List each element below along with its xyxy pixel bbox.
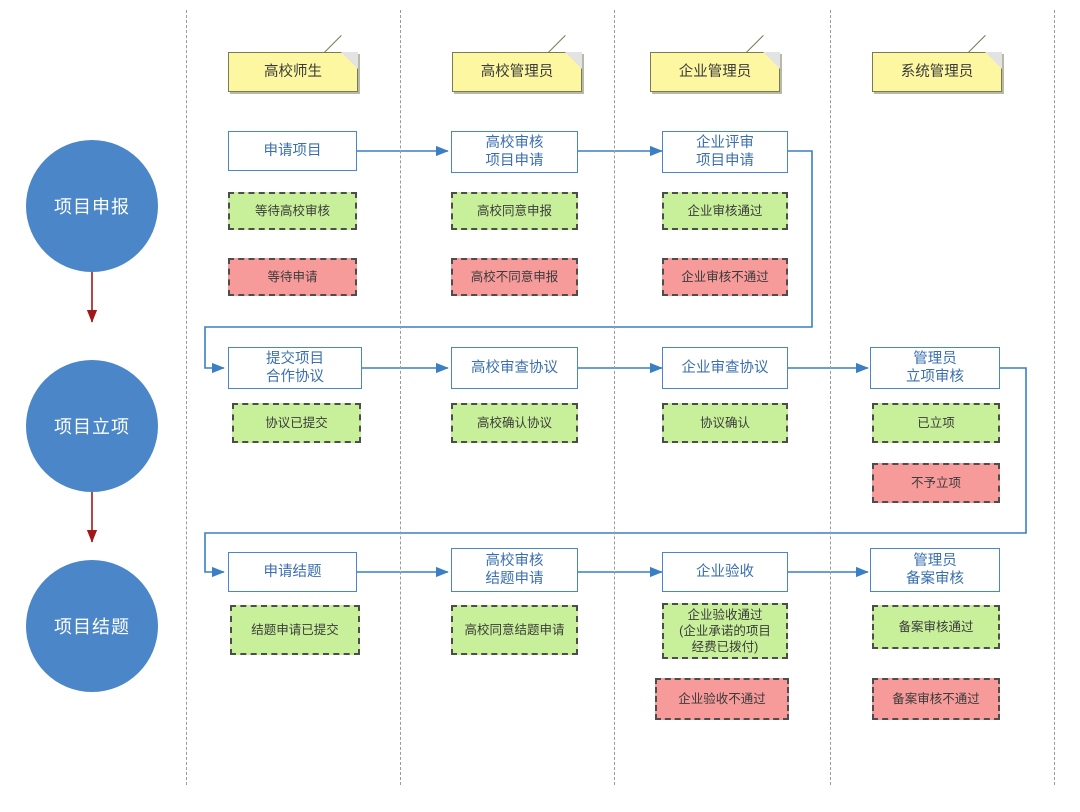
process-company-check-agreement[interactable]: 企业审查协议	[662, 347, 788, 389]
line-1: 高校审核	[485, 134, 544, 151]
line-1: 提交项目	[266, 350, 324, 367]
status-label: 协议已提交	[265, 415, 328, 430]
lane-header-teacher: 高校师生	[228, 35, 358, 92]
lane-divider-3	[830, 10, 831, 785]
status-label: 备案审核不通过	[892, 691, 980, 706]
line-1: 企业评审	[696, 134, 754, 151]
process-submit-agreement[interactable]: 提交项目 合作协议	[228, 347, 362, 389]
lane-header-univ: 高校管理员	[452, 35, 582, 92]
process-admin-approve[interactable]: 管理员 立项审核	[870, 347, 1000, 389]
status-label: 已立项	[917, 415, 955, 430]
line-1: 企业验收通过	[687, 607, 763, 622]
lane-divider-4	[1054, 10, 1055, 785]
process-apply-close-label: 申请结题	[263, 563, 322, 580]
process-company-review-apply-label: 企业评审 项目申请	[696, 134, 754, 170]
status-approved: 已立项	[872, 403, 1000, 443]
status-wait-univ-review: 等待高校审核	[228, 192, 357, 230]
process-univ-check-agreement-label: 高校审查协议	[471, 359, 558, 376]
line-2: 项目申请	[485, 153, 544, 169]
status-wait-apply: 等待申请	[228, 258, 357, 296]
status-company-pass: 企业审核通过	[662, 192, 788, 230]
status-label: 企业审核不通过	[681, 269, 769, 284]
process-company-accept[interactable]: 企业验收	[662, 552, 788, 592]
process-apply-project-label: 申请项目	[263, 142, 322, 159]
status-record-pass: 备案审核通过	[872, 605, 1000, 649]
status-label: 企业验收通过 (企业承诺的项目 经费已拨付)	[679, 607, 771, 656]
process-apply-project[interactable]: 申请项目	[228, 131, 357, 171]
lane-divider-1	[400, 10, 401, 785]
status-agreement-confirmed: 协议确认	[662, 403, 788, 443]
status-not-approved: 不予立项	[872, 463, 1000, 503]
status-label: 不予立项	[910, 475, 961, 490]
status-close-submitted: 结题申请已提交	[230, 605, 360, 655]
stage-circle-close: 项目结题	[26, 560, 158, 692]
line-2: 立项审核	[906, 369, 964, 385]
lane-header-company-label: 企业管理员	[678, 64, 752, 80]
line-2: 项目申请	[696, 153, 754, 169]
status-univ-reject-declare: 高校不同意申报	[451, 258, 578, 296]
process-admin-approve-label: 管理员 立项审核	[906, 350, 964, 386]
status-univ-confirm-agreement: 高校确认协议	[451, 403, 578, 443]
process-univ-review-apply-label: 高校审核 项目申请	[486, 134, 544, 170]
status-company-accept-fail: 企业验收不通过	[655, 678, 789, 720]
dogear-icon	[985, 52, 1002, 69]
line-1: 管理员	[913, 350, 957, 367]
process-admin-record[interactable]: 管理员 备案审核	[870, 548, 1000, 592]
lane-header-sysadmin: 系统管理员	[872, 35, 1002, 92]
process-submit-agreement-label: 提交项目 合作协议	[266, 350, 324, 386]
status-label: 结题申请已提交	[251, 622, 339, 637]
lane-header-company: 企业管理员	[650, 35, 780, 92]
process-company-check-agreement-label: 企业审查协议	[681, 359, 769, 376]
process-admin-record-label: 管理员 备案审核	[906, 552, 964, 588]
status-univ-agree-declare: 高校同意申报	[451, 192, 578, 230]
dogear-icon	[565, 52, 582, 69]
stage-circle-close-label: 项目结题	[54, 617, 130, 637]
status-company-accept-pass: 企业验收通过 (企业承诺的项目 经费已拨付)	[662, 603, 788, 659]
line-2: 结题申请	[485, 571, 544, 587]
process-univ-check-agreement[interactable]: 高校审查协议	[451, 347, 578, 389]
stage-circle-approve-label: 项目立项	[54, 417, 130, 437]
process-apply-close[interactable]: 申请结题	[228, 552, 357, 592]
status-label: 协议确认	[699, 415, 750, 430]
lane-divider-2	[614, 10, 615, 785]
line-2: 合作协议	[266, 369, 324, 385]
process-company-accept-label: 企业验收	[696, 563, 754, 580]
line-2: 备案审核	[906, 571, 964, 587]
status-label: 等待高校审核	[254, 203, 330, 218]
process-univ-review-close[interactable]: 高校审核 结题申请	[451, 548, 578, 592]
status-label: 高校同意结题申请	[464, 622, 565, 637]
line-3: 经费已拨付)	[691, 640, 759, 655]
line-1: 高校审核	[485, 552, 544, 569]
stage-circle-approve: 项目立项	[26, 360, 158, 492]
lane-header-univ-label: 高校管理员	[480, 64, 554, 80]
status-label: 等待申请	[267, 269, 318, 284]
status-label: 高校不同意申报	[470, 269, 559, 284]
process-univ-review-close-label: 高校审核 结题申请	[486, 552, 544, 588]
status-label: 高校确认协议	[476, 415, 552, 430]
status-label: 企业验收不通过	[678, 691, 766, 706]
status-label: 备案审核通过	[898, 619, 974, 634]
dogear-icon	[341, 52, 358, 69]
status-label: 企业审核通过	[687, 203, 763, 218]
lane-header-teacher-label: 高校师生	[264, 64, 322, 80]
status-company-fail: 企业审核不通过	[662, 258, 788, 296]
stage-circle-declare-label: 项目申报	[54, 197, 130, 217]
lane-header-sysadmin-label: 系统管理员	[900, 64, 974, 80]
process-univ-review-apply[interactable]: 高校审核 项目申请	[451, 131, 578, 173]
status-record-fail: 备案审核不通过	[872, 678, 1000, 720]
lane-divider-0	[186, 10, 187, 785]
dogear-icon	[763, 52, 780, 69]
line-1: 管理员	[913, 552, 957, 569]
status-agreement-submitted: 协议已提交	[232, 403, 361, 443]
process-company-review-apply[interactable]: 企业评审 项目申请	[662, 131, 788, 173]
status-univ-agree-close: 高校同意结题申请	[451, 605, 578, 655]
status-label: 高校同意申报	[476, 203, 552, 218]
line-2: (企业承诺的项目	[679, 623, 771, 638]
stage-circle-declare: 项目申报	[26, 140, 158, 272]
